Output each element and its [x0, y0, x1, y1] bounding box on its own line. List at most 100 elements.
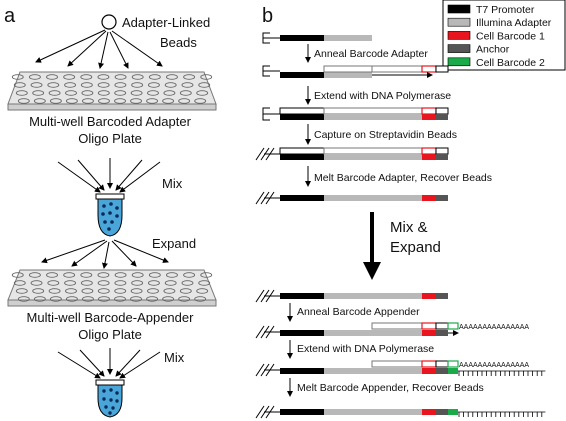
oligo-row-2 [262, 65, 449, 78]
step-extend-1: Extend with DNA Polymerase [314, 90, 451, 102]
plate-well [131, 74, 144, 80]
plate-well [179, 90, 192, 96]
legend-swatch [447, 44, 471, 53]
plate-well [11, 272, 24, 278]
mix-label-2: Mix [164, 350, 185, 365]
plate-well [200, 272, 213, 278]
plate-well [30, 82, 43, 88]
plate-well [130, 90, 143, 96]
plate-well [47, 280, 60, 286]
plate-well [17, 296, 30, 302]
mix-label-1: Mix [162, 176, 183, 191]
plate-well [178, 98, 191, 104]
plate-well [63, 74, 76, 80]
plate1-label-2: Oligo Plate [78, 131, 142, 146]
plate-well [164, 82, 177, 88]
mix-expand-label-2: Expand [390, 239, 441, 256]
plate2-label-2: Oligo Plate [78, 327, 142, 342]
plate-well [98, 98, 110, 104]
plate-well [80, 74, 93, 80]
oligo-row-7: AAAAAAAAAAAAAAA [255, 322, 529, 339]
plate-well [148, 74, 161, 80]
plate-well [166, 74, 178, 80]
legend-swatch [447, 31, 471, 40]
plate-well [162, 98, 175, 104]
plate-well [32, 90, 45, 96]
plate-well [178, 296, 191, 302]
step-melt-adapter: Melt Barcode Adapter, Recover Beads [314, 172, 492, 184]
plate-well [64, 280, 77, 286]
plate-well [97, 288, 110, 294]
plate-well [28, 74, 41, 80]
polya-tail-2: AAAAAAAAAAAAAAA [459, 362, 529, 369]
plate-well [146, 296, 159, 302]
mix-expand-label-1: Mix & [390, 219, 428, 236]
plate-well [11, 74, 24, 80]
plate-well [15, 288, 28, 294]
plate-well [97, 74, 110, 80]
plate-well [146, 98, 159, 104]
step-extend-2: Extend with DNA Polymerase [297, 343, 434, 355]
bead-icon [101, 14, 117, 30]
plate-well [28, 272, 41, 278]
legend-swatch [447, 4, 471, 14]
oligo-plate-1 [7, 71, 217, 111]
plate-well [49, 98, 62, 104]
plate-well [13, 82, 26, 88]
plate-well [148, 272, 161, 278]
plate-well [131, 82, 144, 88]
legend-label: Cell Barcode 1 [476, 30, 545, 42]
step-anneal-appender: Anneal Barcode Appender [297, 306, 420, 318]
plate-well [114, 82, 127, 88]
legend-swatch [447, 17, 471, 27]
plate-well [198, 280, 211, 286]
plate-well [32, 288, 45, 294]
plate-to-tube-arrows-2 [57, 348, 161, 379]
plate-well [194, 98, 207, 104]
oligo-row-9 [255, 405, 546, 419]
plate-well [33, 98, 46, 104]
plate-well [166, 272, 178, 278]
oligo-row-3 [262, 107, 449, 121]
beads-label-2: Beads [160, 35, 197, 50]
polya-tail-1: AAAAAAAAAAAAAAA [459, 324, 529, 331]
plate-well [114, 288, 127, 294]
plate-well [114, 98, 126, 104]
expand-label: Expand [152, 236, 196, 251]
plate-well [65, 288, 77, 294]
plate-well [114, 74, 127, 80]
plate-well [65, 296, 78, 302]
oligo-row-8: AAAAAAAAAAAAAAA [255, 360, 546, 377]
step-anneal-adapter: Anneal Barcode Adapter [314, 48, 428, 60]
mix-tube-2 [95, 379, 125, 418]
plate-well [181, 82, 194, 88]
plate-well [130, 98, 143, 104]
oligo-row-4 [255, 147, 449, 161]
plate-well [80, 82, 93, 88]
plate-well [147, 288, 159, 294]
plate-well [13, 280, 26, 286]
step-capture: Capture on Streptavidin Beads [314, 129, 457, 141]
plate-well [80, 280, 93, 286]
plate-well [164, 280, 177, 286]
plate-well [163, 90, 176, 96]
plate-well [48, 90, 61, 96]
plate-well [131, 272, 144, 278]
plate-well [98, 296, 110, 302]
plate-well [114, 90, 127, 96]
plate-well [183, 272, 196, 278]
beads-label: Adapter-Linked [122, 15, 210, 30]
plate-well [48, 288, 61, 294]
plate-well [183, 74, 196, 80]
plate-well [97, 82, 110, 88]
plate-well [131, 280, 144, 286]
plate-well [162, 296, 175, 302]
plate-well [147, 82, 160, 88]
plate-well [147, 280, 160, 286]
plate1-label: Multi-well Barcoded Adapter [29, 114, 192, 129]
plate-well [46, 74, 58, 80]
legend-swatch [447, 57, 471, 67]
plate-well [15, 90, 28, 96]
legend-label: T7 Promoter [476, 4, 535, 16]
